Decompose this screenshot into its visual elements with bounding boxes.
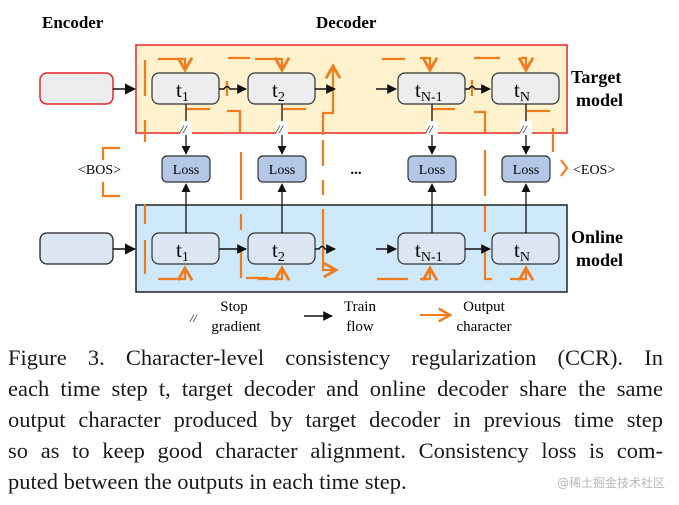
loss-ellipsis: ... xyxy=(350,162,362,178)
loss-nodes: Loss Loss Loss Loss xyxy=(161,155,551,183)
legend-output-character: Output character xyxy=(420,299,511,335)
target-step-node: t2 xyxy=(247,72,316,105)
online-train-flow xyxy=(219,244,491,254)
online-encoder-block xyxy=(39,232,114,265)
svg-text:t1: t1 xyxy=(176,238,189,265)
svg-text:t1: t1 xyxy=(176,78,189,105)
loss-node: Loss xyxy=(257,155,307,183)
svg-text:Loss: Loss xyxy=(269,163,295,178)
svg-text://: // xyxy=(179,122,188,136)
target-step-node: tN-1 xyxy=(397,72,466,105)
target-step-node: t1 xyxy=(151,72,220,105)
caption-line: each time step t, target decoder and onl… xyxy=(8,376,663,401)
eos-token: <EOS> xyxy=(573,163,615,178)
online-step-node: t1 xyxy=(151,232,220,265)
caption-line: so as to keep good character alignment. … xyxy=(8,438,663,463)
svg-text:Output: Output xyxy=(463,299,506,315)
svg-text:Loss: Loss xyxy=(173,163,199,178)
target-decoder-steps: t1 t2 tN-1 tN xyxy=(151,72,560,105)
target-step-node: tN xyxy=(491,72,560,105)
svg-text:Stop: Stop xyxy=(220,299,248,315)
online-model-label-line1: Online xyxy=(571,227,623,247)
bos-token: <BOS> xyxy=(78,163,121,178)
legend: // Stop gradient Train flow Output chara… xyxy=(189,299,511,335)
ccr-diagram: Encoder Decoder Target model Online mode… xyxy=(39,13,623,335)
online-step-node: t2 xyxy=(247,232,316,265)
svg-text://: // xyxy=(275,122,284,136)
watermark: @稀土掘金技术社区 xyxy=(556,476,665,490)
loss-node: Loss xyxy=(501,155,551,183)
loss-node: Loss xyxy=(407,155,457,183)
caption-line: puted between the outputs in each time s… xyxy=(8,469,407,494)
svg-text:tN-1: tN-1 xyxy=(415,238,443,265)
loss-node: Loss xyxy=(161,155,211,183)
svg-text:t2: t2 xyxy=(272,78,285,105)
target-train-flow xyxy=(219,84,491,94)
online-step-node: tN-1 xyxy=(397,232,466,265)
svg-text:flow: flow xyxy=(346,319,374,335)
encoder-heading: Encoder xyxy=(42,13,104,32)
online-model-label-line2: model xyxy=(576,250,623,270)
svg-text:Train: Train xyxy=(344,299,376,315)
target-model-label-line1: Target xyxy=(571,67,621,87)
figure-caption: Figure 3. Character-level consistency re… xyxy=(8,342,663,497)
caption-line: output character produced by target deco… xyxy=(8,407,663,432)
svg-text:gradient: gradient xyxy=(211,319,261,335)
target-model-label-line2: model xyxy=(576,90,623,110)
online-step-node: tN xyxy=(491,232,560,265)
svg-text:t2: t2 xyxy=(272,238,285,265)
svg-text:tN-1: tN-1 xyxy=(415,78,443,105)
stop-gradient-marks: // // // // xyxy=(179,121,532,136)
decoder-heading: Decoder xyxy=(316,13,377,32)
target-encoder-block xyxy=(39,72,114,105)
online-to-loss-arrows xyxy=(181,183,531,233)
svg-text:character: character xyxy=(457,319,512,335)
svg-text:Loss: Loss xyxy=(419,163,445,178)
stop-gradient-symbol: // xyxy=(189,311,198,325)
svg-text:tN: tN xyxy=(514,78,530,105)
legend-stop-gradient: // Stop gradient xyxy=(189,299,261,335)
svg-text:Loss: Loss xyxy=(513,163,539,178)
caption-line: Figure 3. Character-level consistency re… xyxy=(8,345,663,370)
svg-text:tN: tN xyxy=(514,238,530,265)
svg-text://: // xyxy=(519,122,528,136)
svg-text://: // xyxy=(425,122,434,136)
legend-train-flow: Train flow xyxy=(304,299,376,335)
